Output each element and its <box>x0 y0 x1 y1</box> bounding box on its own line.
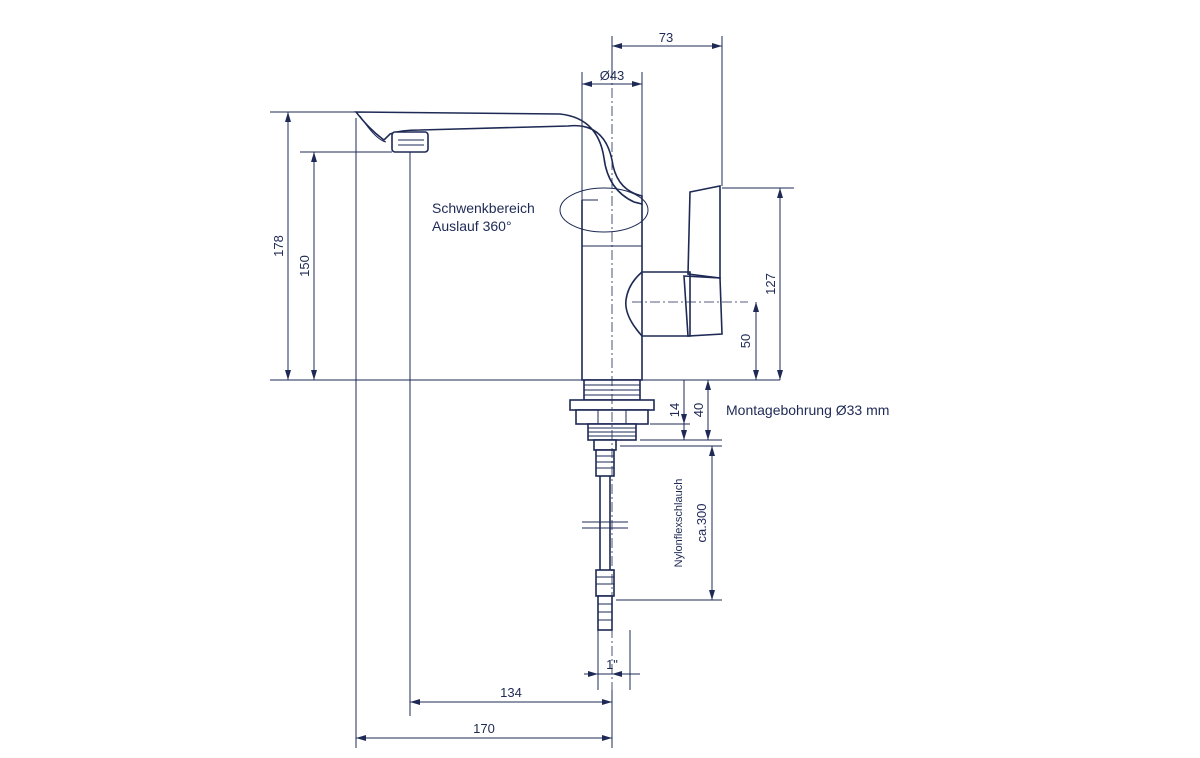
swivel-label-line2: Auslauf 360° <box>432 218 512 234</box>
hose-label: Nylonflexschlauch <box>673 479 685 568</box>
dim-reach-total: 170 <box>473 721 495 736</box>
dim-height-total: 178 <box>271 235 286 257</box>
dimension-lines <box>270 36 794 748</box>
dim-hose-length: ca.300 <box>694 503 709 542</box>
dim-mount-height: 40 <box>691 403 706 417</box>
dim-height-lever-axis: 50 <box>738 334 753 348</box>
faucet-outline <box>270 70 780 690</box>
mounting-hole-label: Montagebohrung Ø33 mm <box>726 402 889 418</box>
dim-reach-outlet: 134 <box>500 685 522 700</box>
dim-height-outlet: 150 <box>297 255 312 277</box>
swivel-label-line1: Schwenkbereich <box>432 200 535 216</box>
dim-thread-height: 14 <box>667 403 682 417</box>
dim-height-lever: 127 <box>763 273 778 295</box>
dim-connection: 1" <box>606 657 618 672</box>
dim-top-width: 73 <box>659 30 673 45</box>
dim-diameter: Ø43 <box>600 68 625 83</box>
